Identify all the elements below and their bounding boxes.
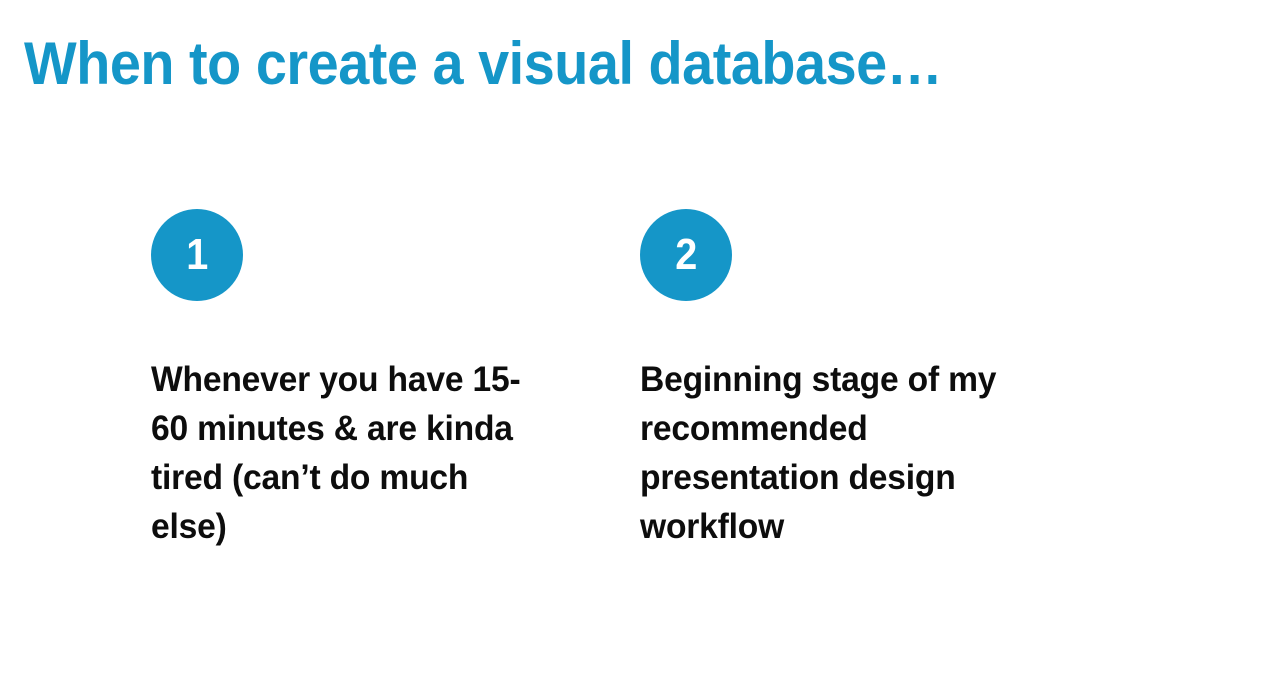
column-2: 2 Beginning stage of my recommended pres… — [640, 209, 1060, 551]
step-badge-1: 1 — [151, 209, 243, 301]
step-badge-number: 1 — [185, 230, 209, 279]
page-title: When to create a visual database… — [24, 30, 943, 97]
column-2-body-text: Beginning stage of my recommended presen… — [640, 360, 997, 546]
step-badge-number: 2 — [674, 230, 698, 279]
column-1-body-text: Whenever you have 15-60 minutes & are ki… — [151, 360, 521, 546]
column-1: 1 Whenever you have 15-60 minutes & are … — [151, 209, 551, 551]
step-badge-2: 2 — [640, 209, 732, 301]
